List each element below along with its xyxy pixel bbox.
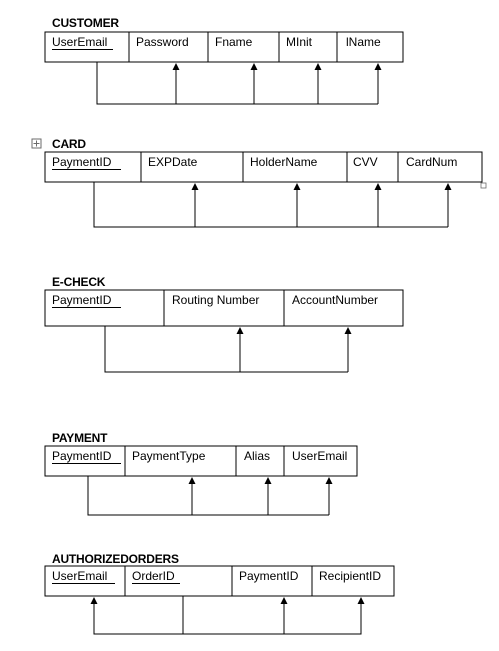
table-customer: CUSTOMER UserEmail Password Fname MInit …	[44, 16, 404, 105]
field-customer-fname: Fname	[215, 35, 253, 49]
field-card-cvv: CVV	[353, 155, 378, 169]
arrowhead-icon	[344, 327, 352, 334]
field-row-customer: UserEmail Password Fname MInit lName	[44, 31, 404, 63]
table-card: CARD PaymentID EXPDate HolderName CVV Ca…	[44, 137, 483, 228]
dependency-arrows-customer	[96, 62, 382, 105]
arrowhead-icon	[90, 597, 98, 604]
arrowhead-icon	[236, 327, 244, 334]
arrowhead-icon	[314, 63, 322, 70]
field-authorizedorders-paymentid: PaymentID	[239, 569, 299, 583]
table-name-card: CARD	[52, 137, 86, 151]
dependency-arrows-e-check	[104, 326, 352, 373]
field-e-check-paymentid: PaymentID	[52, 293, 112, 307]
field-authorizedorders-recipientid: RecipientID	[319, 569, 381, 583]
field-card-cardnum: CardNum	[406, 155, 457, 169]
arrowhead-icon	[357, 597, 365, 604]
table-e-check: E-CHECK PaymentID Routing Number Account…	[44, 275, 404, 373]
field-card-holdername: HolderName	[250, 155, 318, 169]
move-handle-icon	[31, 138, 42, 149]
table-payment: PAYMENT PaymentID PaymentType Alias User…	[44, 431, 358, 516]
arrowhead-icon	[293, 183, 301, 190]
field-authorizedorders-orderid: OrderID	[132, 569, 175, 583]
field-row-card: PaymentID EXPDate HolderName CVV CardNum	[44, 151, 483, 183]
field-payment-paymentid: PaymentID	[52, 449, 112, 463]
field-customer-password: Password	[136, 35, 189, 49]
arrowhead-icon	[444, 183, 452, 190]
table-name-customer: CUSTOMER	[52, 16, 119, 30]
field-customer-minit: MInit	[286, 35, 313, 49]
arrowhead-icon	[374, 63, 382, 70]
table-name-authorizedorders: AUTHORIZEDORDERS	[52, 552, 179, 566]
field-payment-useremail: UserEmail	[292, 449, 347, 463]
field-e-check-accountnumber: AccountNumber	[292, 293, 378, 307]
field-customer-useremail: UserEmail	[52, 35, 107, 49]
dependency-arrows-card	[93, 182, 452, 228]
arrowhead-icon	[374, 183, 382, 190]
table-name-e-check: E-CHECK	[52, 275, 106, 289]
arrowhead-icon	[264, 477, 272, 484]
field-row-authorizedorders: UserEmail OrderID PaymentID RecipientID	[44, 565, 395, 597]
arrowhead-icon	[188, 477, 196, 484]
arrowhead-icon	[325, 477, 333, 484]
field-authorizedorders-useremail: UserEmail	[52, 569, 107, 583]
field-row-e-check: PaymentID Routing Number AccountNumber	[44, 289, 404, 327]
field-payment-paymenttype: PaymentType	[132, 449, 206, 463]
field-card-expdate: EXPDate	[148, 155, 198, 169]
resize-handle-icon	[480, 182, 487, 189]
field-payment-alias: Alias	[244, 449, 270, 463]
field-customer-lname: lName	[346, 35, 381, 49]
arrowhead-icon	[172, 63, 180, 70]
table-authorizedorders: AUTHORIZEDORDERS UserEmail OrderID Payme…	[44, 552, 395, 635]
dependency-arrows-authorizedorders	[90, 596, 365, 635]
dependency-arrows-payment	[87, 476, 333, 516]
field-e-check-routing-number: Routing Number	[172, 293, 259, 307]
arrowhead-icon	[280, 597, 288, 604]
field-row-payment: PaymentID PaymentType Alias UserEmail	[44, 445, 358, 477]
arrowhead-icon	[250, 63, 258, 70]
field-card-paymentid: PaymentID	[52, 155, 112, 169]
arrowhead-icon	[191, 183, 199, 190]
table-name-payment: PAYMENT	[52, 431, 108, 445]
